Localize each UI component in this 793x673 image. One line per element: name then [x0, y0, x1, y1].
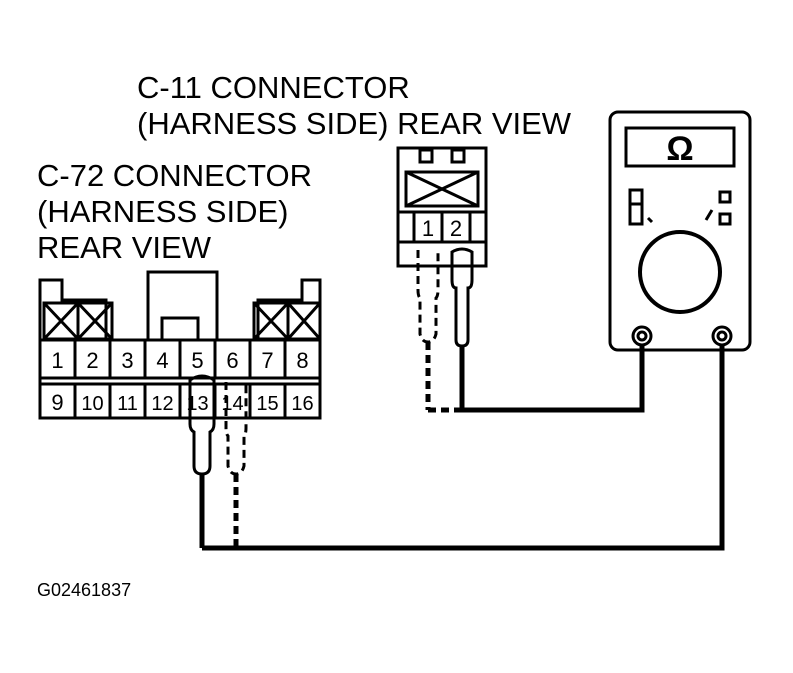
c72-title-line3: REAR VIEW	[37, 230, 211, 265]
c72-pin-label: 13	[186, 393, 208, 415]
c11-title-line2: (HARNESS SIDE) REAR VIEW	[137, 106, 572, 141]
probe-dashed-c11	[416, 250, 440, 410]
c11-connector-title: C-11 CONNECTOR (HARNESS SIDE) REAR VIEW	[137, 70, 571, 142]
c72-connector-title: C-72 CONNECTOR (HARNESS SIDE) REAR VIEW	[37, 158, 312, 266]
c11-title-line1: C-11 CONNECTOR	[137, 70, 410, 105]
c72-pin-label: 14	[221, 393, 243, 415]
probe-dashed-c72	[224, 382, 248, 548]
c72-pin-label: 1	[51, 348, 63, 373]
figure-id: G02461837	[37, 580, 132, 600]
c72-pin-label: 9	[51, 390, 63, 415]
probe-solid-c72	[188, 374, 216, 548]
c72-pin-label: 16	[291, 393, 313, 415]
c72-pin-label: 5	[191, 348, 203, 373]
c72-pin-label: 6	[226, 348, 238, 373]
c72-pin-label: 4	[156, 348, 168, 373]
probe-solid-c11	[450, 247, 474, 410]
c72-pin-label: 2	[86, 348, 98, 373]
c11-connector	[396, 146, 488, 268]
c11-pin-label: 2	[450, 216, 462, 241]
multimeter	[608, 110, 752, 352]
ohm-symbol: Ω	[666, 130, 693, 168]
c72-pin-row-bottom: 9 10 11 12 13 14 15 16	[51, 390, 313, 415]
c72-pin-label: 11	[117, 393, 138, 415]
c72-pin-label: 7	[261, 348, 273, 373]
c72-pin-label: 3	[121, 348, 133, 373]
c72-pin-label: 10	[81, 393, 103, 415]
lead-wires	[202, 345, 725, 551]
c72-pin-label: 12	[151, 393, 173, 415]
c72-title-line2: (HARNESS SIDE)	[37, 194, 289, 229]
c11-pin-label: 1	[422, 216, 434, 241]
c72-title-line1: C-72 CONNECTOR	[37, 158, 313, 193]
c72-pin-label: 8	[296, 348, 308, 373]
c72-pin-label: 15	[256, 393, 278, 415]
